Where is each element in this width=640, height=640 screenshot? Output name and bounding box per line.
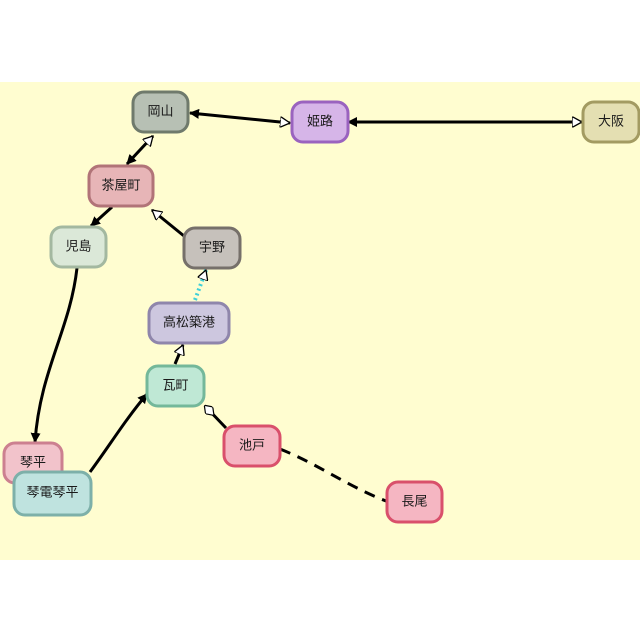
node-chayamachi-label: 茶屋町 xyxy=(101,178,140,194)
node-kotoden-kotohira[interactable]: 琴電琴平 xyxy=(12,470,93,517)
node-okayama-label: 岡山 xyxy=(147,105,173,120)
node-takamatsu[interactable]: 高松築港 xyxy=(147,301,231,345)
edge-chayamachi-kojima xyxy=(89,205,114,228)
node-osaka-label: 大阪 xyxy=(598,115,624,130)
node-kawaramachi-box xyxy=(145,364,206,408)
node-kotoden-kotohira-box xyxy=(12,470,93,517)
edge-kotodenkotohira-kawaramachi xyxy=(88,393,149,473)
node-nagao[interactable]: 長尾 xyxy=(385,480,444,524)
node-takamatsu-box xyxy=(147,301,231,345)
edge-uno-chayamachi xyxy=(152,208,185,238)
node-kawaramachi-label: 瓦町 xyxy=(162,379,188,394)
diagram-panel xyxy=(0,82,640,560)
node-okayama[interactable]: 岡山 xyxy=(131,90,190,134)
node-kawaramachi[interactable]: 瓦町 xyxy=(145,364,206,408)
edge-okayama-himeji xyxy=(190,113,290,123)
node-ikenobe-label: 池戸 xyxy=(239,439,265,454)
node-uno[interactable]: 宇野 xyxy=(182,226,242,270)
node-himeji[interactable]: 姫路 xyxy=(290,100,350,144)
node-kojima[interactable]: 児島 xyxy=(49,225,108,269)
edge-kawaramachi-ikenobe xyxy=(205,406,228,430)
node-osaka-box xyxy=(581,100,640,144)
node-kojima-label: 児島 xyxy=(65,240,91,255)
edges xyxy=(30,113,582,503)
node-himeji-box xyxy=(290,100,350,144)
edge-ikenobe-nagao xyxy=(279,447,387,503)
node-nagao-box xyxy=(385,480,444,524)
node-ikenobe[interactable]: 池戸 xyxy=(222,424,282,468)
edge-chayamachi-okayama xyxy=(125,134,155,166)
edge-kojima-kotohira xyxy=(30,267,79,443)
node-kojima-box xyxy=(49,225,108,269)
node-kotohira-label: 琴平 xyxy=(20,456,46,471)
node-chayamachi-box xyxy=(87,164,155,208)
node-chayamachi[interactable]: 茶屋町 xyxy=(87,164,155,208)
node-uno-box xyxy=(182,226,242,270)
node-osaka[interactable]: 大阪 xyxy=(581,100,640,144)
node-okayama-box xyxy=(131,90,190,134)
node-himeji-label: 姫路 xyxy=(307,114,333,130)
node-kotoden-kotohira-label: 琴電琴平 xyxy=(26,486,78,501)
edge-kawaramachi-takamatsu xyxy=(173,345,183,365)
edge-takamatsu-uno xyxy=(193,270,206,301)
node-uno-label: 宇野 xyxy=(199,241,225,256)
node-takamatsu-label: 高松築港 xyxy=(163,315,215,331)
node-ikenobe-box xyxy=(222,424,282,468)
node-nagao-label: 長尾 xyxy=(401,495,427,510)
